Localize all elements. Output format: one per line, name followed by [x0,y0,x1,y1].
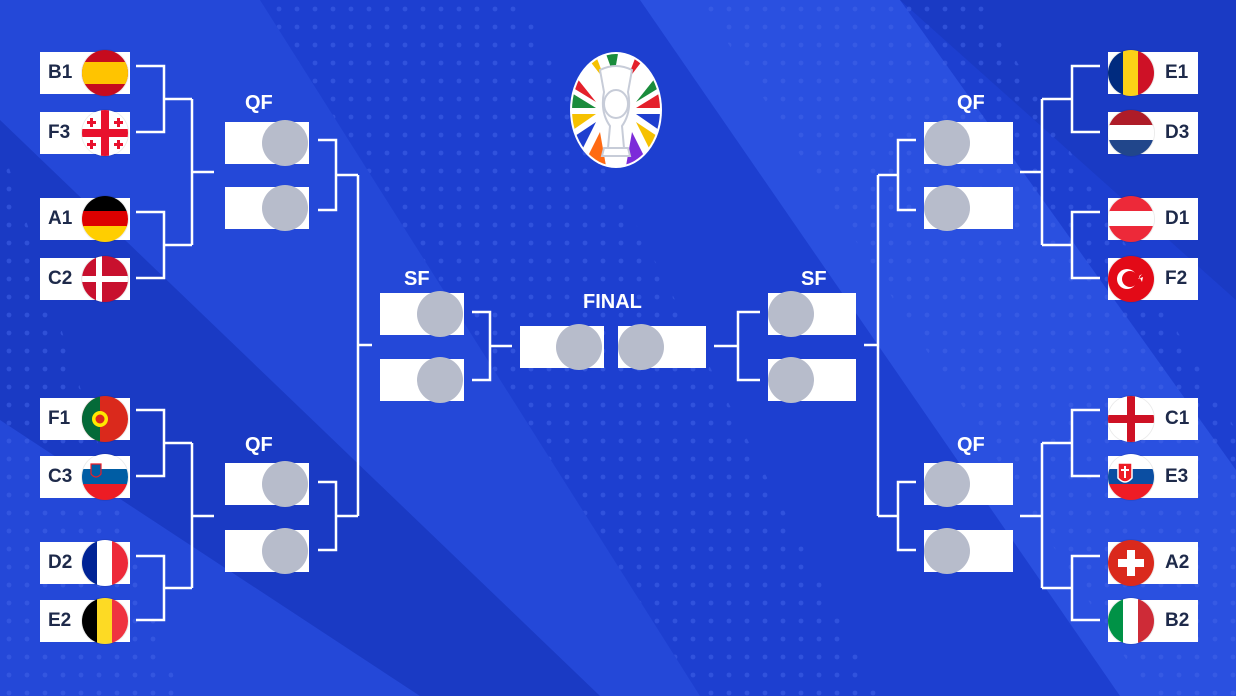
qf-label-right-top: QF [957,92,985,114]
team-placeholder [262,120,308,166]
team-code: A1 [48,208,73,229]
team-slot[interactable]: E2 [40,598,130,644]
team-slot[interactable]: D3 [1108,110,1198,156]
team-code: F3 [48,122,71,143]
team-code: D1 [1165,208,1190,229]
team-placeholder [924,120,970,166]
team-placeholder [768,291,814,337]
team-code: B1 [48,62,73,83]
team-placeholder [924,461,970,507]
team-code: F1 [48,408,71,429]
turkey-flag-icon [1108,256,1154,302]
qf-slot[interactable] [225,528,309,574]
team-code: E1 [1165,62,1189,83]
qf-label-left-top: QF [245,92,273,114]
team-code: E2 [48,610,72,631]
trophy-logo [570,52,662,168]
qf-slot[interactable] [225,185,309,231]
qf-slot[interactable] [924,461,1013,507]
qf-label-right-bottom: QF [957,434,985,456]
team-placeholder [417,291,463,337]
team-slot[interactable]: E3 [1108,454,1198,500]
team-slot[interactable]: C2 [40,256,130,302]
sf-slot[interactable] [380,357,464,403]
team-slot[interactable]: E1 [1108,50,1198,96]
team-code: C3 [48,466,73,487]
georgia-flag-icon [82,110,128,156]
team-placeholder [924,528,970,574]
spain-flag-icon [82,50,128,96]
sf-slot[interactable] [768,291,856,337]
team-code: C1 [1165,408,1190,429]
team-code: B2 [1165,610,1190,631]
team-code: D3 [1165,122,1190,143]
qf-slot[interactable] [924,528,1013,574]
team-placeholder [262,461,308,507]
italy-flag-icon [1108,598,1154,644]
team-placeholder [768,357,814,403]
team-placeholder [262,185,308,231]
team-slot[interactable]: F2 [1108,256,1198,302]
qf-slot[interactable] [924,120,1013,166]
slovakia-flag-icon [1108,454,1154,500]
final-slot[interactable] [520,324,604,370]
austria-flag-icon [1108,196,1154,242]
team-placeholder [417,357,463,403]
sf-label-left: SF [404,268,430,290]
switzerland-flag-icon [1108,540,1154,586]
team-slot[interactable]: F1 [40,396,130,442]
team-slot[interactable]: C1 [1108,396,1198,442]
team-placeholder [924,185,970,231]
team-placeholder [556,324,602,370]
qf-slot[interactable] [225,461,309,507]
team-slot[interactable]: A1 [40,196,130,242]
team-code: D2 [48,552,73,573]
team-placeholder [618,324,664,370]
team-code: A2 [1165,552,1190,573]
qf-label-left-bottom: QF [245,434,273,456]
team-slot[interactable]: B2 [1108,598,1198,644]
team-slot[interactable]: A2 [1108,540,1198,586]
germany-flag-icon [82,196,128,242]
final-label: FINAL [583,291,642,313]
team-placeholder [262,528,308,574]
qf-slot[interactable] [225,120,309,166]
final-slot[interactable] [618,324,706,370]
team-slot[interactable]: C3 [40,454,130,500]
team-slot[interactable]: D2 [40,540,130,586]
team-slot[interactable]: F3 [40,110,130,156]
team-code: E3 [1165,466,1189,487]
sf-label-right: SF [801,268,827,290]
portugal-flag-icon [82,396,128,442]
belgium-flag-icon [82,598,128,644]
sf-slot[interactable] [768,357,856,403]
denmark-flag-icon [82,256,128,302]
romania-flag-icon [1108,50,1154,96]
netherlands-flag-icon [1108,110,1154,156]
england-flag-icon [1108,396,1154,442]
slovenia-flag-icon [82,454,128,500]
team-code: F2 [1165,268,1188,289]
france-flag-icon [82,540,128,586]
qf-slot[interactable] [924,185,1013,231]
team-code: C2 [48,268,73,289]
sf-slot[interactable] [380,291,464,337]
team-slot[interactable]: D1 [1108,196,1198,242]
team-slot[interactable]: B1 [40,50,130,96]
